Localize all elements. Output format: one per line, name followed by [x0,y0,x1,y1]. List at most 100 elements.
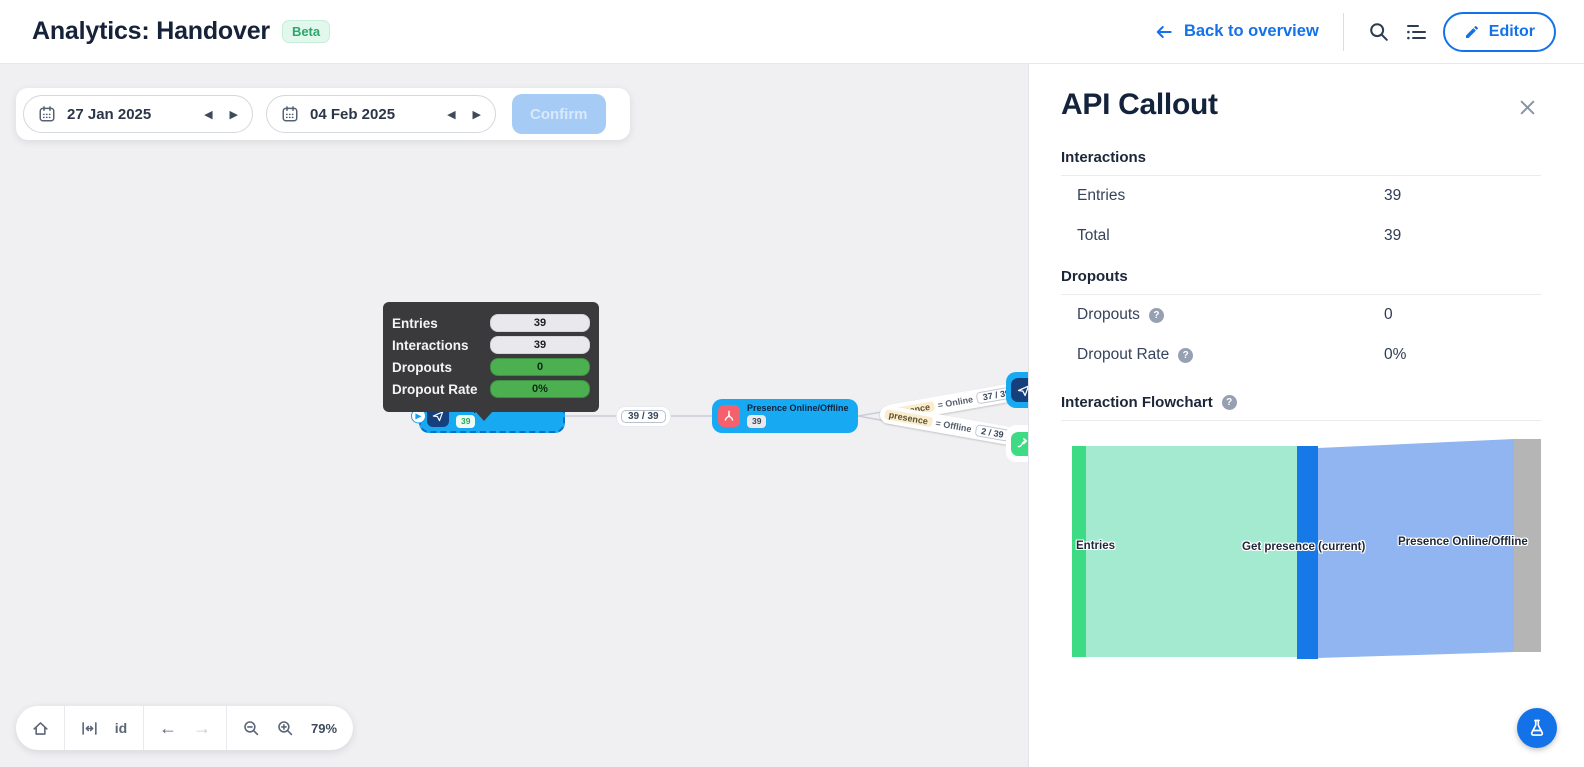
sankey-label-entries: Entries [1076,540,1115,552]
close-icon [1520,100,1535,115]
condition-text: = Offline [934,418,973,435]
pencil-icon [1465,25,1478,38]
node-presence-online-offline[interactable]: Presence Online/Offline 39 [712,399,858,433]
sankey-flow-entries-to-current [1086,446,1297,657]
stat-row-dropouts: Dropouts 0 [1061,295,1541,335]
node-stats-tooltip: Entries 39 Interactions 39 Dropouts 0 Dr… [383,302,599,421]
zoom-level-label: 79% [311,720,338,736]
back-to-overview-link[interactable]: Back to overview [1154,22,1319,42]
header-divider [1342,12,1344,51]
undo-button[interactable]: ← [151,706,185,750]
stat-row-dropout-rate: Dropout Rate 0% [1061,335,1541,375]
tooltip-value: 0 [490,358,590,376]
panel-title: API Callout [1061,88,1218,121]
stat-value: 0% [1384,346,1407,363]
node-partial-api-callout[interactable] [1006,372,1028,408]
confirm-button[interactable]: Confirm [512,94,606,134]
search-icon [1369,22,1388,41]
node-count-badge: 39 [456,415,476,429]
tooltip-label: Entries [392,315,438,331]
app-header: Analytics: Handover Beta Back to overvie… [0,0,1584,64]
zoom-out-button[interactable] [234,706,268,750]
toggle-ids-button[interactable]: id [106,706,136,750]
editor-button-label: Editor [1488,22,1535,40]
redo-button[interactable]: → [185,706,219,750]
flowchart-title: Interaction Flowchart [1061,394,1213,411]
stat-label: Dropouts [1077,306,1140,323]
search-button[interactable] [1360,13,1398,51]
end-date-value: 04 Feb 2025 [310,105,396,123]
details-panel: API Callout Interactions Entries 39 Tota… [1029,64,1584,767]
tooltip-label: Dropouts [392,359,452,375]
tooltip-value: 39 [490,336,590,354]
list-icon [1406,24,1426,39]
node-label: Presence Online/Offline [747,402,849,413]
stat-value: 39 [1384,227,1402,244]
date-range-bar: 27 Jan 2025 ◀ ▶ 04 Feb 2025 ◀ ▶ Confirm [16,88,630,140]
stat-label: Entries [1077,187,1126,204]
flow-canvas[interactable]: 27 Jan 2025 ◀ ▶ 04 Feb 2025 ◀ ▶ Confirm … [0,64,1029,767]
zoom-in-button[interactable] [268,706,302,750]
start-date-value: 27 Jan 2025 [67,105,152,123]
tooltip-value: 39 [490,314,590,332]
home-icon [32,721,48,735]
tooltip-row: Dropouts 0 [392,358,590,376]
help-icon[interactable] [1178,347,1194,363]
stat-label: Dropout Rate [1077,346,1170,363]
close-panel-button[interactable] [1515,95,1540,120]
stat-row-entries: Entries 39 [1061,176,1541,216]
zoom-in-icon [277,720,292,735]
page-title: Analytics: Handover [32,17,270,45]
experiments-button[interactable] [1517,708,1557,748]
tooltip-row: Entries 39 [392,314,590,332]
tooltip-label: Dropout Rate [392,381,478,397]
sankey-label-presence: Presence Online/Offline [1398,536,1528,548]
condition-branch-icon [718,405,740,427]
sankey-node-current [1297,446,1318,659]
section-title-interactions: Interactions [1061,149,1541,176]
beta-badge: Beta [281,20,331,43]
arrow-left-icon [1156,25,1172,38]
sankey-flow-current-to-presence [1318,439,1514,658]
start-date-prev-button[interactable]: ◀ [204,108,213,121]
tooltip-row: Dropout Rate 0% [392,380,590,398]
calendar-icon [39,106,55,122]
section-title-flowchart: Interaction Flowchart [1061,394,1541,421]
home-view-button[interactable] [23,706,57,750]
end-date-prev-button[interactable]: ◀ [447,108,456,121]
start-date-input[interactable]: 27 Jan 2025 ◀ ▶ [23,95,253,133]
sankey-node-presence [1514,439,1541,652]
end-date-next-button[interactable]: ▶ [472,108,481,121]
fit-width-icon [81,721,97,735]
condition-variable: presence [884,409,933,428]
stat-label: Total [1077,227,1110,244]
calendar-icon [282,106,298,122]
editor-button[interactable]: Editor [1442,11,1556,52]
interaction-flowchart: Entries Get presence (current) Presence … [1072,437,1541,659]
tooltip-label: Interactions [392,337,469,353]
zoom-out-icon [243,720,258,735]
canvas-toolbar: id ← → 79% [16,706,354,750]
api-callout-icon [1011,378,1028,402]
end-date-input[interactable]: 04 Feb 2025 ◀ ▶ [266,95,496,133]
redirect-arrow-icon [1011,431,1028,456]
edge-count-label: 39 / 39 [617,407,670,426]
help-icon[interactable] [1148,307,1164,323]
tooltip-row: Interactions 39 [392,336,590,354]
node-partial-redirect[interactable] [1006,425,1028,462]
fit-width-button[interactable] [72,706,106,750]
help-icon[interactable] [1221,395,1237,410]
section-title-dropouts: Dropouts [1061,268,1541,295]
stat-row-total: Total 39 [1061,216,1541,256]
stat-value: 39 [1384,187,1402,204]
sankey-label-current: Get presence (current) [1242,541,1366,553]
condition-count: 2 / 39 [974,424,1011,442]
tooltip-value: 0% [490,380,590,398]
list-view-button[interactable] [1398,15,1435,49]
stat-value: 0 [1384,306,1393,323]
back-link-label: Back to overview [1183,22,1319,40]
node-count-badge: 39 [747,415,767,429]
start-date-next-button[interactable]: ▶ [229,108,238,121]
flask-icon [1530,719,1544,736]
sankey-node-entries [1072,446,1086,657]
